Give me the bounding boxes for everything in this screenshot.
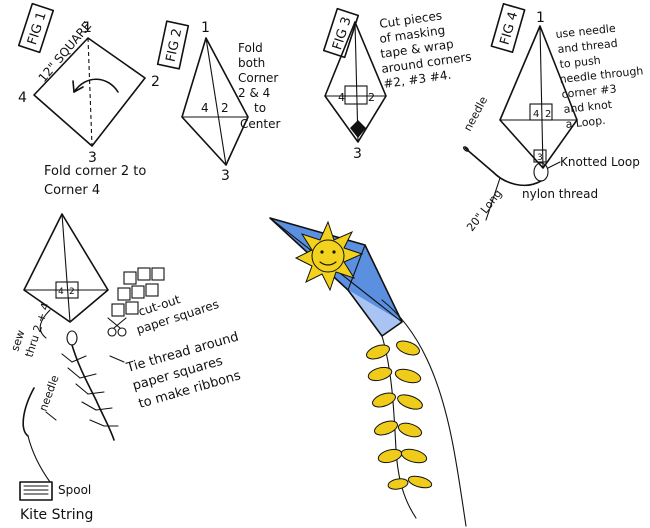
fig2-corner3: 3	[221, 168, 230, 184]
kite-outline	[269, 217, 403, 337]
fig4-loop-label: Knotted Loop	[560, 155, 640, 169]
fig4-note-7: a Loop.	[565, 114, 606, 131]
fig2-corner1: 1	[201, 20, 210, 36]
fig4-center-line	[539, 25, 544, 169]
fig1-square	[33, 37, 146, 147]
fig2-note-2: both	[238, 56, 265, 70]
sun-icon	[294, 220, 364, 292]
assembly-kite-string	[27, 435, 51, 483]
fig4-inner4: 4	[533, 109, 539, 120]
fig4-inner3: 3	[537, 153, 543, 163]
fig1-corner4: 4	[18, 90, 27, 106]
fig4-length-label: 20" Long	[464, 187, 505, 234]
assembly-center-line	[61, 213, 71, 323]
fig1-label-box	[17, 2, 55, 54]
assembly-spool-label: Spool	[58, 483, 91, 497]
assembly-sew-arrow	[39, 309, 51, 339]
fig3-inner2: 2	[368, 91, 375, 104]
fig4-thread	[492, 171, 542, 187]
fig2-center-line	[205, 37, 227, 166]
fig4-loop-pointer	[547, 161, 561, 169]
assembly-needle-label: needle	[37, 373, 62, 413]
fig1-fold-line	[87, 37, 93, 147]
assembly-needle-arrow	[45, 411, 57, 421]
fig4-needle-label: needle	[461, 94, 490, 133]
fig4-note-5: corner #3	[561, 82, 617, 101]
fig1-fold-arrow	[73, 78, 119, 93]
fig4-tape-corner3	[533, 149, 547, 163]
assembly-sew-line2: thru 2 + 4	[22, 301, 52, 359]
fig3-inner4: 4	[338, 91, 345, 104]
assembly-loop	[66, 330, 78, 346]
assembly-group: 4 2 sew thru 2 + 4 cut-out paper squares…	[8, 213, 243, 523]
assembly-sew-line1: sew	[8, 328, 27, 352]
fig4-tape-center	[529, 103, 553, 121]
fig2-note-1: Fold	[238, 41, 263, 55]
fig2-note-5: to	[254, 101, 266, 115]
assembly-tie-arrow	[109, 355, 125, 363]
spool-icon	[19, 481, 53, 501]
fig2-note-6: Center	[240, 117, 280, 131]
fig1-caption-line2: Corner 4	[44, 183, 100, 198]
kite-flying-string	[381, 299, 467, 527]
fig4-label: FIG 4	[498, 10, 522, 47]
fig4-needle	[464, 147, 494, 173]
kite-ribbons	[366, 340, 433, 490]
assembly-inner4: 4	[58, 287, 64, 297]
fig4-note-3: to push	[559, 54, 601, 71]
fig3-tape-center	[344, 85, 368, 105]
fig2-inner2: 2	[221, 101, 229, 115]
fig1-caption-line1: Fold corner 2 to	[44, 164, 146, 179]
fig3-group: FIG 3 4 2 3 Cut pieces of masking tape &…	[322, 7, 472, 162]
fig4-corner1: 1	[536, 10, 545, 26]
fig3-tape-corner3	[350, 120, 366, 138]
fig4-label-box	[490, 3, 526, 53]
fig2-label-box	[156, 20, 190, 70]
assembly-needle	[22, 387, 35, 437]
kite-spar	[347, 244, 366, 291]
fig1-corner3: 3	[88, 150, 97, 166]
fig1-corner2: 2	[151, 74, 160, 90]
fig1-group: FIG 1 12" SQUARE 1 2 3 4 Fold corner 2 t…	[17, 2, 160, 198]
fig4-needle-eye	[462, 146, 470, 152]
assembly-string-label: Kite String	[20, 507, 93, 523]
fig2-note-3: Corner	[238, 71, 278, 85]
fig4-note-6: and knot	[563, 98, 613, 116]
assembly-tape-center	[55, 281, 79, 299]
fig2-group: FIG 2 1 3 4 2 Fold both Corner 2 & 4 to …	[156, 20, 280, 184]
assembly-tail-thread	[71, 344, 115, 441]
fig3-label-box	[322, 7, 360, 59]
fig2-note-4: 2 & 4	[238, 86, 270, 100]
fig2-label: FIG 2	[164, 27, 186, 63]
fig4-note-1: use needle	[555, 22, 617, 41]
fig2-inner4: 4	[201, 101, 209, 115]
fig1-corner1: 1	[83, 20, 92, 36]
assembly-paper-squares	[111, 267, 165, 317]
fig4-note-2: and thread	[557, 37, 618, 56]
fig3-corner3: 3	[353, 146, 362, 162]
scissors-icon	[107, 317, 127, 337]
fig4-inner2: 2	[545, 109, 551, 120]
fig4-group: FIG 4 1 4 2 3 needle Knotted Loop nylon …	[461, 3, 644, 234]
fig1-arrow-head	[72, 80, 84, 93]
fig4-length-arrow	[485, 177, 501, 221]
kite-panel-light	[348, 290, 402, 336]
fig4-thread-label: nylon thread	[522, 187, 598, 201]
assembly-ribbons	[61, 353, 119, 427]
finished-kite-group	[269, 217, 467, 527]
assembly-inner2: 2	[69, 287, 75, 297]
